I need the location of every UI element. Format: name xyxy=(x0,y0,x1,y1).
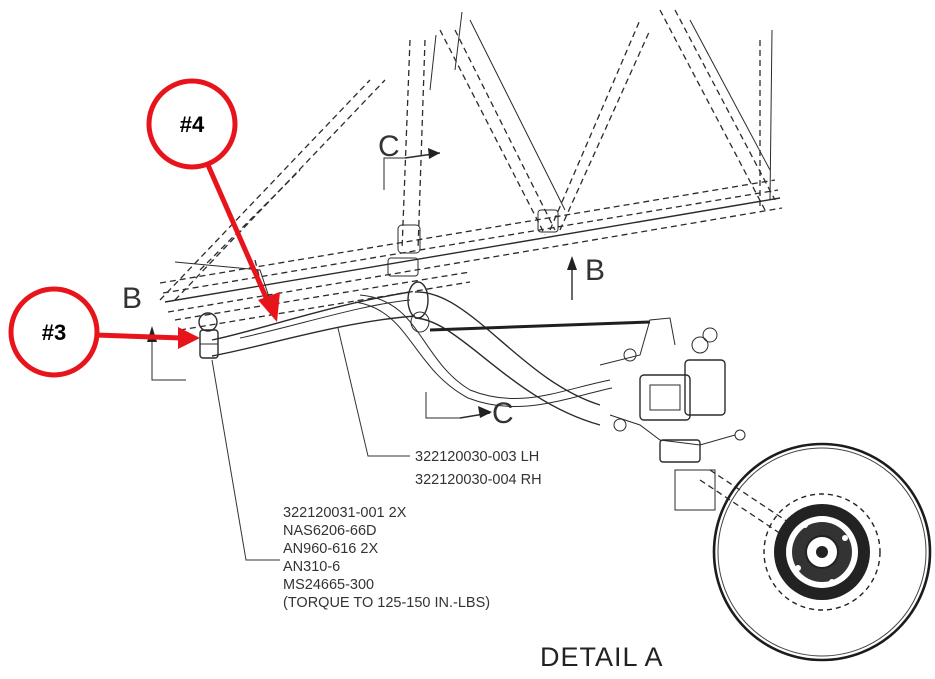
callout-badge-3: #3 xyxy=(8,286,200,378)
attach-bolt-fitting xyxy=(198,312,219,359)
fuselage-truss xyxy=(159,9,783,331)
wheel xyxy=(712,442,932,662)
svg-text:C: C xyxy=(492,397,514,430)
strut-part-rh: 322120030-004 RH xyxy=(415,472,542,488)
strut-part-lh: 322120030-003 LH xyxy=(415,449,539,465)
hardware-line-6: (TORQUE TO 125-150 IN.-LBS) xyxy=(283,595,490,611)
section-mark-c-top: C xyxy=(378,130,441,190)
hardware-line-1: 322120031-001 2X xyxy=(283,505,407,521)
main-gear-strut xyxy=(211,281,651,426)
section-mark-b-left: B xyxy=(122,282,186,381)
hardware-line-4: AN310-6 xyxy=(283,559,340,575)
strut-part-label: 322120030-003 LH 322120030-004 RH xyxy=(415,449,542,488)
axle-brake-assembly xyxy=(599,317,801,541)
svg-text:B: B xyxy=(122,282,142,315)
hardware-line-3: AN960-616 2X xyxy=(283,541,378,557)
svg-text:C: C xyxy=(378,130,400,163)
part-leaders xyxy=(211,327,410,561)
callout-badge-4: #4 xyxy=(146,78,280,322)
hardware-line-2: NAS6206-66D xyxy=(283,523,377,539)
callout-4-label: #4 xyxy=(180,112,205,137)
section-mark-b-right: B xyxy=(567,254,605,300)
hardware-line-5: MS24665-300 xyxy=(283,577,374,593)
detail-title: DETAIL A xyxy=(540,642,664,672)
svg-text:B: B xyxy=(585,254,605,287)
hardware-part-label: 322120031-001 2X NAS6206-66D AN960-616 2… xyxy=(283,505,490,611)
callout-3-label: #3 xyxy=(42,320,66,345)
